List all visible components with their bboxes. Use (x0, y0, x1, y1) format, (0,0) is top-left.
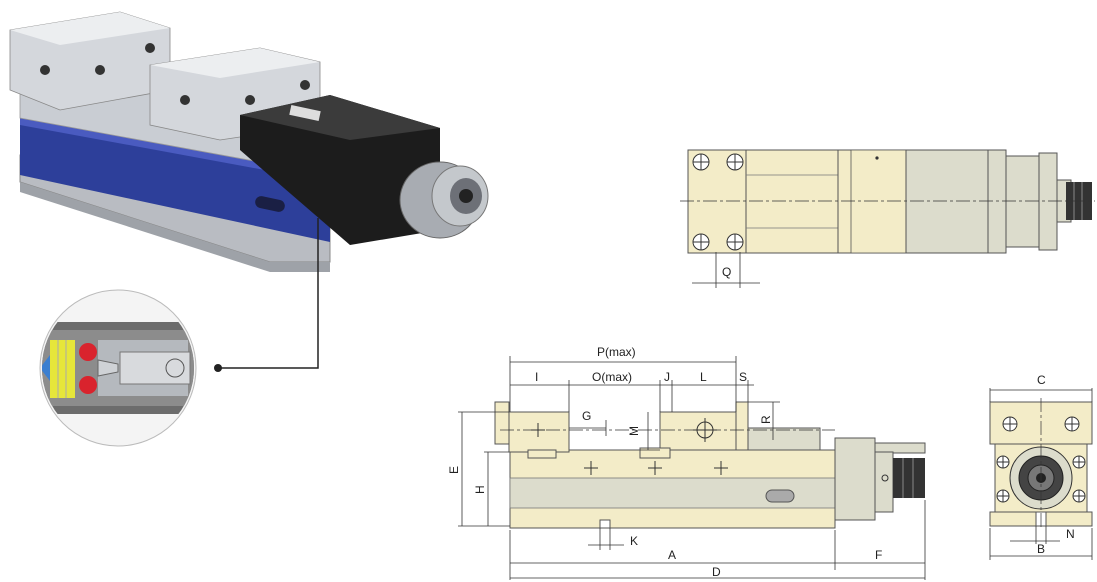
label-C: C (1037, 373, 1046, 387)
top-view: Q (680, 149, 1095, 288)
label-F: F (875, 548, 882, 562)
label-A: A (668, 548, 676, 562)
label-H: H (473, 485, 487, 494)
label-I: I (535, 370, 538, 384)
label-Q: Q (722, 265, 731, 279)
side-view: P(max) I O(max) J L S G M R E H K (447, 345, 926, 580)
cutaway-detail (39, 289, 197, 447)
label-L: L (700, 370, 707, 384)
label-B: B (1037, 542, 1045, 556)
label-O: O(max) (592, 370, 632, 384)
label-J: J (664, 370, 670, 384)
side-view-spindle (893, 458, 925, 498)
red-ball-bottom (79, 376, 97, 394)
label-S: S (739, 370, 747, 384)
yellow-element (50, 340, 75, 398)
label-M: M (627, 426, 641, 436)
vise-photo (9, 11, 489, 272)
label-D: D (712, 565, 721, 579)
label-E: E (447, 466, 461, 474)
label-N: N (1066, 527, 1075, 541)
top-view-bolts (692, 153, 744, 251)
callout-line (218, 218, 319, 369)
label-G: G (582, 409, 591, 423)
callout-dot (214, 364, 222, 372)
label-P: P(max) (597, 345, 636, 359)
label-R: R (759, 415, 773, 424)
end-view: C B N (989, 373, 1093, 560)
label-K: K (630, 534, 638, 548)
red-ball-top (79, 343, 97, 361)
blue-body-band (20, 118, 330, 242)
